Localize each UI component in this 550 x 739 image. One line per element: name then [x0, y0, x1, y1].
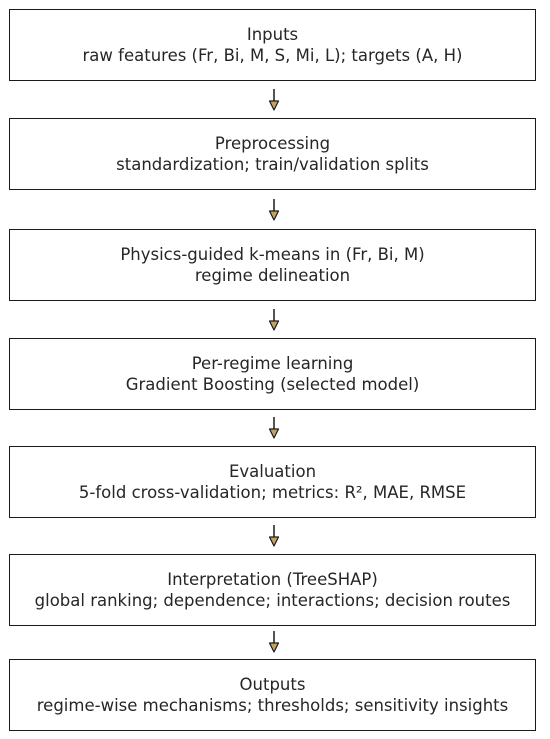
step-learning: Per-regime learning Gradient Boosting (s…	[9, 338, 536, 410]
step-clustering-title: Physics-guided k-means in (Fr, Bi, M)	[120, 245, 425, 264]
step-outputs-title: Outputs	[239, 675, 306, 694]
arrow-down-icon	[268, 525, 280, 547]
step-evaluation-title: Evaluation	[228, 462, 317, 481]
step-evaluation-detail: 5-fold cross-validation; metrics: R², MA…	[78, 483, 467, 502]
step-preprocessing-detail: standardization; train/validation splits	[116, 155, 429, 174]
step-preprocessing-title: Preprocessing	[214, 134, 331, 153]
step-interpretation-title: Interpretation (TreeSHAP)	[167, 570, 378, 589]
step-inputs-title: Inputs	[246, 25, 299, 44]
arrow-down-icon	[268, 199, 280, 221]
step-outputs-detail: regime-wise mechanisms; thresholds; sens…	[36, 696, 509, 715]
step-inputs: Inputs raw features (Fr, Bi, M, S, Mi, L…	[9, 9, 536, 81]
step-interpretation-detail: global ranking; dependence; interactions…	[34, 591, 511, 610]
step-clustering: Physics-guided k-means in (Fr, Bi, M) re…	[9, 229, 536, 301]
step-outputs: Outputs regime-wise mechanisms; threshol…	[9, 659, 536, 731]
step-clustering-detail: regime delineation	[194, 266, 351, 285]
step-inputs-detail: raw features (Fr, Bi, M, S, Mi, L); targ…	[82, 46, 463, 65]
arrow-down-icon	[268, 417, 280, 439]
step-preprocessing: Preprocessing standardization; train/val…	[9, 118, 536, 190]
arrow-down-icon	[268, 309, 280, 331]
step-interpretation: Interpretation (TreeSHAP) global ranking…	[9, 554, 536, 626]
arrow-down-icon	[268, 89, 280, 111]
step-evaluation: Evaluation 5-fold cross-validation; metr…	[9, 446, 536, 518]
arrow-down-icon	[268, 631, 280, 653]
step-learning-title: Per-regime learning	[191, 354, 354, 373]
step-learning-detail: Gradient Boosting (selected model)	[125, 375, 420, 394]
